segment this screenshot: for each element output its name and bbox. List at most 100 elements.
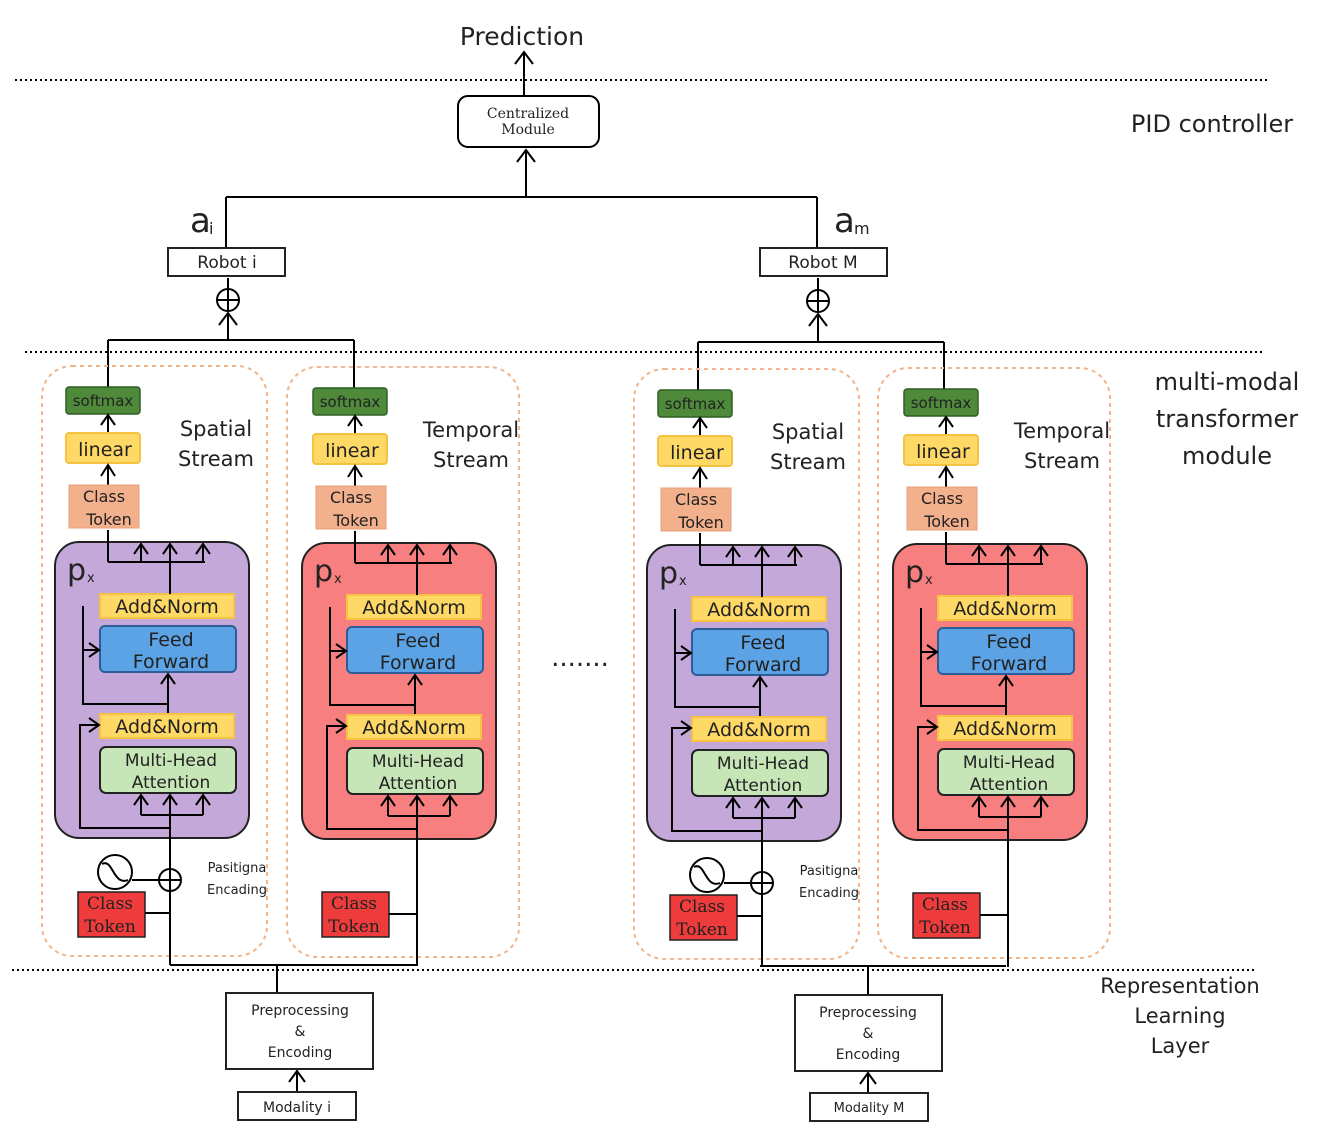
input-class-token-2: Token [919,918,971,938]
feed-forward-label-2: Forward [133,651,209,673]
preprocessing-m-2: & [863,1026,874,1042]
module-label-3: module [1182,442,1272,470]
centralized-module [457,95,600,148]
linear-block [65,432,141,464]
input-class-token-1: Class [922,895,968,915]
action-m-sub: m [854,219,870,238]
spatial-label-bottom: Stream [178,447,254,471]
centralized-label-2: Module [501,122,555,138]
robot-i-box [167,247,286,277]
input-class-token-2: Token [84,917,136,937]
positional-encoding-1: Pasitigna [208,861,267,876]
softmax-block [312,387,388,416]
modality-i-box [237,1091,357,1121]
linear-label: linear [325,440,379,462]
module-label-2: transformer [1156,405,1298,433]
softmax-label: softmax [73,392,134,410]
mha-label-2: Attention [970,775,1048,795]
input-class-token-1: Class [331,894,377,914]
px-label: p [905,555,924,590]
feed-forward-label-2: Forward [380,652,456,674]
feed-forward-block [691,628,829,676]
px-label: p [67,553,86,588]
add-norm-bottom [99,713,235,739]
linear-block [312,433,388,465]
positional-encoding-2: Encading [799,886,859,901]
class-token-label-1: Class [83,487,125,506]
add-norm-top-label: Add&Norm [115,596,218,618]
add-norm-bottom [937,715,1073,741]
px-label: p [659,556,678,591]
mha-label-2: Attention [379,774,457,794]
input-class-token-2: Token [328,917,380,937]
pid-controller-label: PID controller [1131,110,1293,138]
preprocessing-i-1: Preprocessing [251,1003,349,1019]
mha-label-1: Multi-Head [717,754,809,774]
feed-forward-block [937,627,1075,675]
preprocessing-i-2: & [295,1024,306,1040]
mha-label-1: Multi-Head [963,753,1055,773]
linear-label: linear [78,439,132,461]
class-token-label-2: Token [923,512,970,531]
px-sub: x [925,573,933,588]
temporal-label-bottom: Stream [433,448,509,472]
modality-i-label: Modality i [263,1100,331,1116]
ellipsis: ....... [551,643,609,673]
input-class-token-2: Token [676,920,728,940]
add-norm-top [691,596,827,622]
mha-label-2: Attention [132,773,210,793]
add-norm-bottom-label: Add&Norm [953,718,1056,740]
class-token-label-2: Token [85,510,132,529]
preprocessing-m-1: Preprocessing [819,1005,917,1021]
class-token-label-1: Class [330,488,372,507]
feed-forward-label-2: Forward [971,653,1047,675]
feed-forward-label-1: Feed [148,629,193,651]
input-class-token [77,891,146,938]
multi-head-attention-block [691,749,829,797]
input-class-token-1: Class [679,897,725,917]
positional-encoding-2: Encading [207,883,267,898]
linear-block [903,434,979,466]
px-sub: x [679,574,687,589]
linear-label: linear [670,442,724,464]
input-class-token [321,891,390,938]
modality-m-box [809,1092,929,1122]
px-label: p [314,554,333,589]
spatial-label-top: Spatial [772,420,844,444]
sum-node-i [216,288,240,312]
temporal-label-top: Temporal [1013,419,1110,443]
softmax-block [903,388,979,417]
input-class-token [912,892,981,939]
positional-encoding-1: Pasitigna [800,864,859,879]
add-norm-top-label: Add&Norm [707,599,810,621]
multi-head-attention-block [99,746,237,794]
action-i-sub: i [209,219,213,238]
sine-encoding-icon [689,857,725,893]
mha-label-1: Multi-Head [372,752,464,772]
class-token-block [660,487,732,532]
modality-m-label: Modality M [834,1101,905,1116]
add-norm-top [937,595,1073,621]
linear-label: linear [916,441,970,463]
px-sub: x [334,572,342,587]
robot-i-label: Robot i [197,253,256,273]
preprocessing-m-3: Encoding [836,1047,901,1063]
action-i: a [190,201,211,241]
add-norm-bottom-label: Add&Norm [707,719,810,741]
robot-m-label: Robot M [788,253,857,273]
feed-forward-label-1: Feed [986,631,1031,653]
class-token-label-1: Class [675,490,717,509]
feed-forward-label-2: Forward [725,654,801,676]
add-norm-bottom-label: Add&Norm [115,716,218,738]
repr-label-2: Learning [1134,1004,1225,1028]
preprocessing-i-3: Encoding [268,1045,333,1061]
feed-forward-block [346,626,484,674]
multi-head-attention-block [346,747,484,795]
repr-label-1: Representation [1100,974,1260,998]
robot-m-box [759,247,888,277]
class-token-label-2: Token [677,513,724,532]
